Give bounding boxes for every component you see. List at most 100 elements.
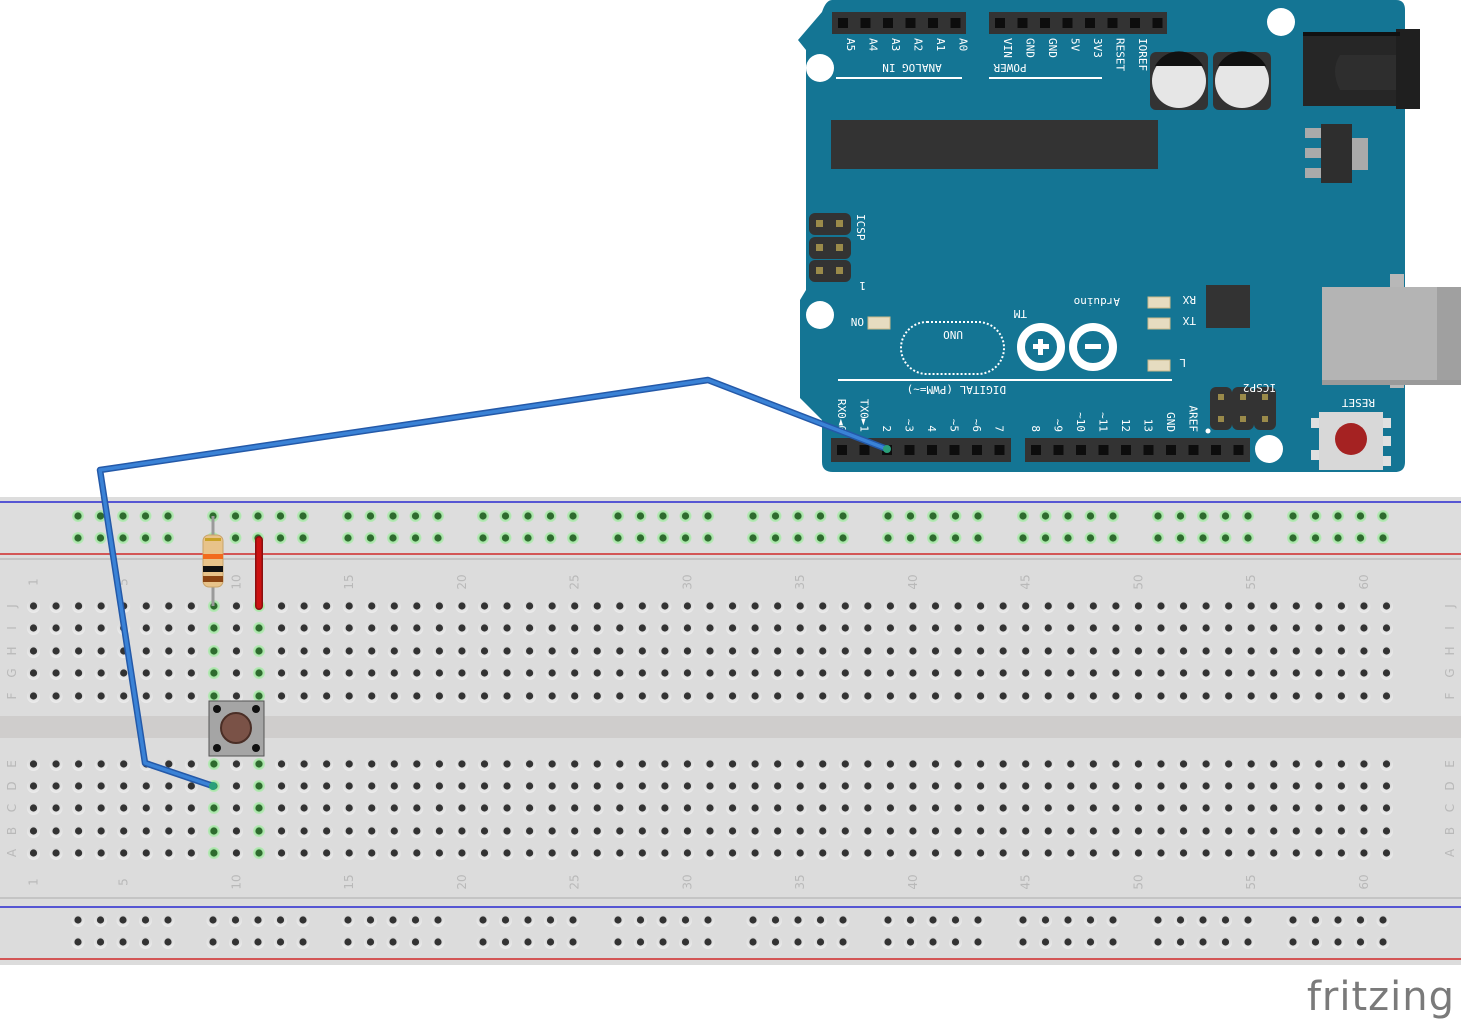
breadboard-hole[interactable] — [165, 804, 173, 812]
bottom-rail-hole[interactable] — [1176, 938, 1185, 946]
breadboard-hole[interactable] — [728, 782, 737, 790]
breadboard-hole[interactable] — [97, 624, 105, 632]
breadboard-hole[interactable] — [368, 782, 376, 790]
breadboard-hole[interactable] — [954, 602, 962, 610]
breadboard-hole[interactable] — [1157, 804, 1165, 812]
breadboard-hole[interactable] — [864, 804, 872, 812]
breadboard-hole[interactable] — [728, 647, 737, 655]
breadboard-hole[interactable] — [819, 602, 827, 610]
breadboard-hole[interactable] — [909, 827, 917, 835]
breadboard-hole[interactable] — [683, 827, 692, 835]
digital-pin[interactable] — [1031, 445, 1041, 455]
breadboard-hole[interactable] — [187, 647, 195, 655]
bottom-rail-hole[interactable] — [344, 938, 352, 946]
breadboard-hole[interactable] — [706, 849, 714, 857]
breadboard-hole[interactable] — [300, 849, 308, 857]
breadboard-hole[interactable] — [1270, 760, 1278, 768]
breadboard-hole[interactable] — [1134, 669, 1143, 677]
breadboard-hole[interactable] — [142, 647, 150, 655]
bottom-rail-hole[interactable] — [231, 916, 240, 924]
breadboard-hole[interactable] — [97, 782, 105, 790]
bottom-rail-hole[interactable] — [794, 916, 802, 924]
top-rail-hole[interactable] — [771, 512, 780, 520]
breadboard-hole[interactable] — [1157, 602, 1165, 610]
breadboard-hole[interactable] — [841, 669, 849, 677]
breadboard-hole[interactable] — [728, 827, 737, 835]
breadboard-hole[interactable] — [165, 647, 173, 655]
breadboard-hole[interactable] — [751, 782, 759, 790]
digital-pin[interactable] — [904, 445, 915, 455]
breadboard-hole[interactable] — [323, 602, 331, 610]
breadboard-hole[interactable] — [368, 692, 376, 700]
breadboard-hole[interactable] — [1360, 647, 1368, 655]
breadboard-hole[interactable] — [232, 760, 241, 768]
breadboard-hole[interactable] — [1225, 602, 1233, 610]
breadboard-hole[interactable] — [954, 624, 962, 632]
breadboard-hole[interactable] — [728, 849, 737, 857]
breadboard-hole[interactable] — [909, 669, 917, 677]
top-rail-hole[interactable] — [344, 512, 352, 520]
breadboard-hole[interactable] — [480, 692, 489, 700]
bottom-rail-hole[interactable] — [74, 938, 82, 946]
breadboard-hole[interactable] — [1247, 647, 1255, 655]
breadboard-hole[interactable] — [232, 827, 241, 835]
resistor[interactable] — [202, 516, 224, 606]
breadboard-hole[interactable] — [142, 624, 150, 632]
breadboard-hole[interactable] — [1337, 827, 1345, 835]
bottom-rail-hole[interactable] — [501, 938, 510, 946]
breadboard-hole[interactable] — [52, 827, 60, 835]
bottom-rail-hole[interactable] — [951, 916, 960, 924]
breadboard-hole[interactable] — [210, 692, 218, 700]
breadboard-hole[interactable] — [999, 804, 1007, 812]
breadboard-hole[interactable] — [886, 602, 895, 610]
breadboard-hole[interactable] — [1022, 782, 1030, 790]
breadboard-hole[interactable] — [526, 804, 534, 812]
bottom-rail-hole[interactable] — [1356, 916, 1365, 924]
breadboard-hole[interactable] — [75, 827, 83, 835]
breadboard-hole[interactable] — [548, 624, 556, 632]
bottom-rail-hole[interactable] — [479, 916, 487, 924]
breadboard-hole[interactable] — [1225, 804, 1233, 812]
breadboard-hole[interactable] — [593, 624, 601, 632]
breadboard-hole[interactable] — [480, 602, 489, 610]
breadboard-hole[interactable] — [323, 782, 331, 790]
breadboard-hole[interactable] — [728, 692, 737, 700]
top-rail-hole[interactable] — [1379, 512, 1387, 520]
breadboard-hole[interactable] — [187, 782, 195, 790]
bottom-rail-hole[interactable] — [1086, 938, 1095, 946]
digital-pin[interactable] — [837, 445, 847, 455]
breadboard-hole[interactable] — [999, 827, 1007, 835]
bottom-rail-hole[interactable] — [1289, 938, 1297, 946]
top-rail-hole[interactable] — [546, 534, 555, 542]
breadboard-hole[interactable] — [638, 647, 646, 655]
breadboard-hole[interactable] — [526, 647, 534, 655]
bottom-rail-hole[interactable] — [74, 916, 82, 924]
top-rail-hole[interactable] — [906, 512, 915, 520]
breadboard-hole[interactable] — [277, 669, 286, 677]
breadboard-hole[interactable] — [1225, 827, 1233, 835]
breadboard-hole[interactable] — [97, 647, 105, 655]
breadboard-hole[interactable] — [819, 804, 827, 812]
breadboard-hole[interactable] — [210, 624, 218, 632]
breadboard-hole[interactable] — [638, 804, 646, 812]
top-rail-hole[interactable] — [636, 534, 645, 542]
breadboard-hole[interactable] — [1360, 760, 1368, 768]
bottom-rail-hole[interactable] — [96, 916, 105, 924]
breadboard-hole[interactable] — [1067, 669, 1075, 677]
breadboard-hole[interactable] — [683, 849, 692, 857]
bottom-rail-hole[interactable] — [1289, 916, 1297, 924]
breadboard-hole[interactable] — [323, 849, 331, 857]
bottom-rail-hole[interactable] — [636, 938, 645, 946]
breadboard-hole[interactable] — [210, 849, 218, 857]
breadboard-hole[interactable] — [480, 624, 489, 632]
breadboard-hole[interactable] — [29, 692, 38, 700]
breadboard-hole[interactable] — [277, 849, 286, 857]
breadboard-hole[interactable] — [232, 669, 241, 677]
breadboard-hole[interactable] — [886, 782, 895, 790]
breadboard-hole[interactable] — [210, 647, 218, 655]
breadboard-hole[interactable] — [187, 669, 195, 677]
bottom-rail-hole[interactable] — [119, 916, 127, 924]
breadboard-hole[interactable] — [751, 692, 759, 700]
breadboard-hole[interactable] — [368, 647, 376, 655]
breadboard-hole[interactable] — [841, 760, 849, 768]
